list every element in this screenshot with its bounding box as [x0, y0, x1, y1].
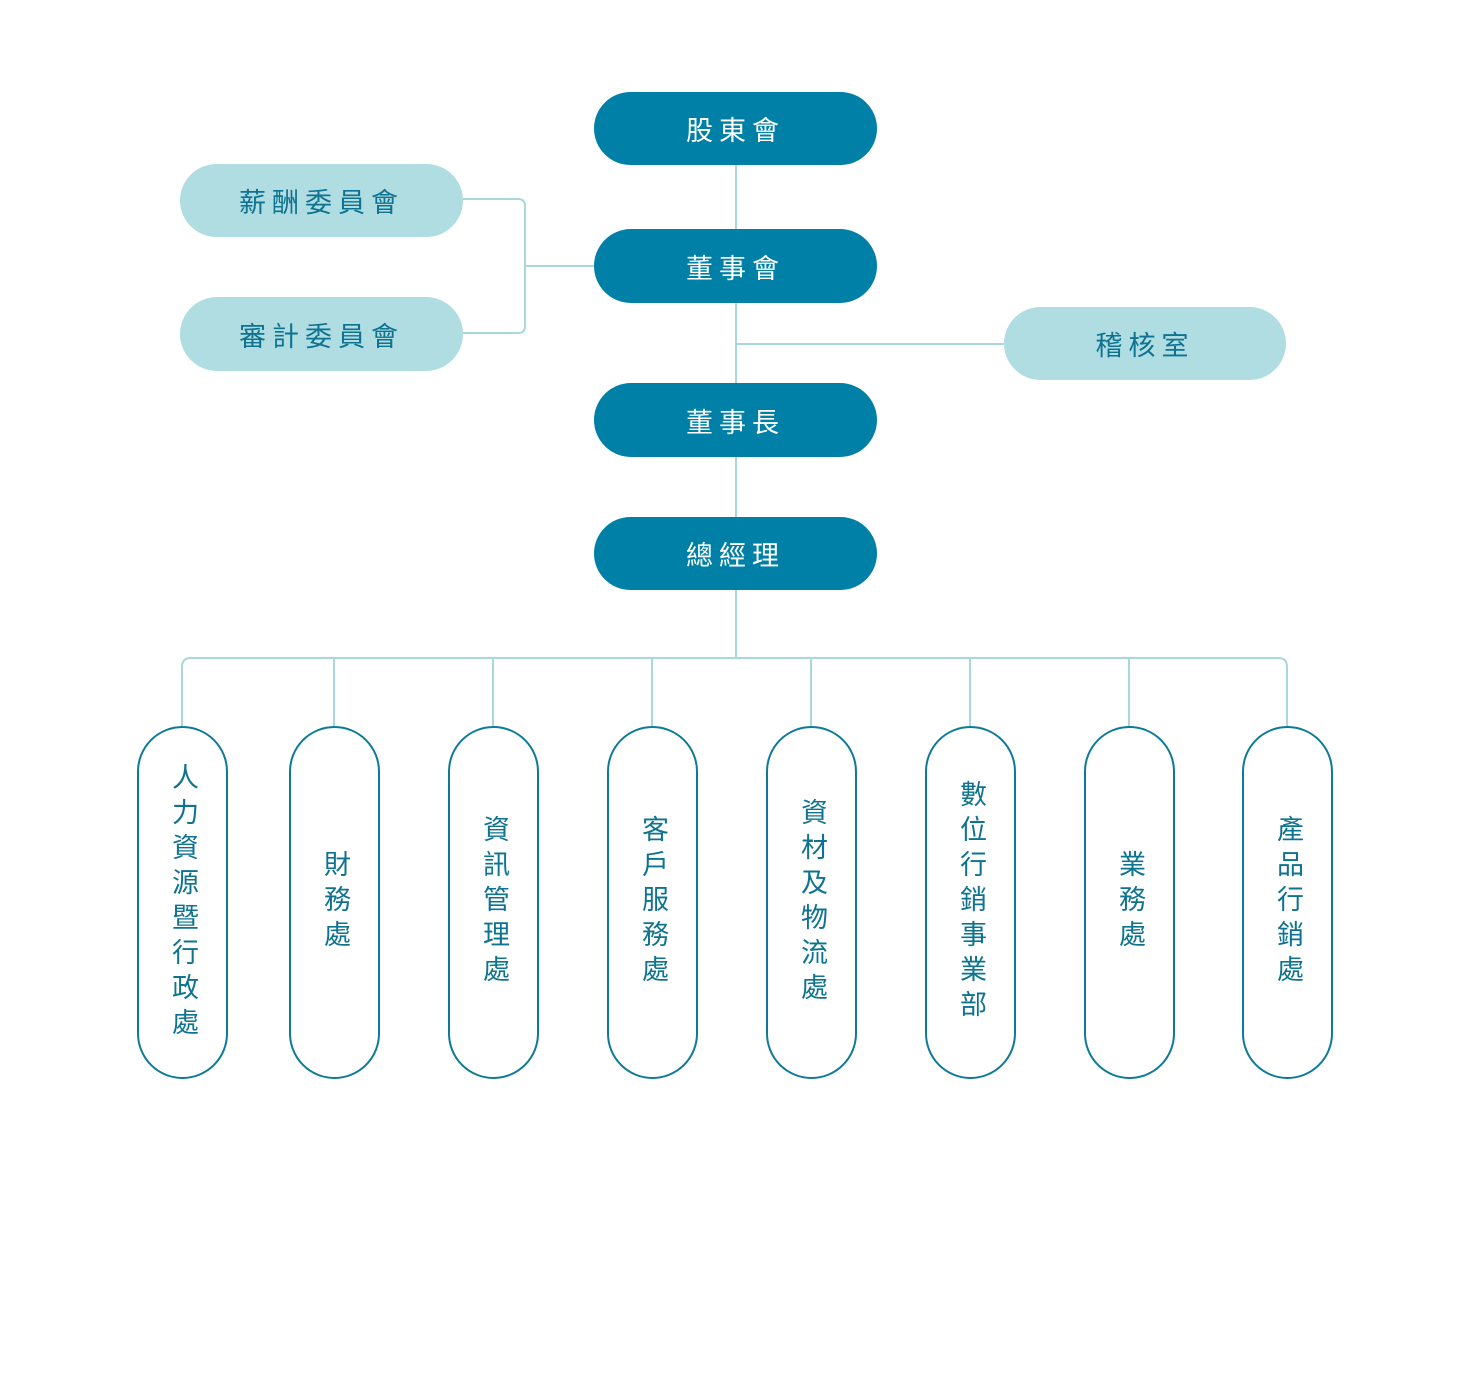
node-dept-materials-logistics: 資材及物流處 — [766, 726, 857, 1079]
node-dept-hr-admin: 人力資源暨行政處 — [137, 726, 228, 1079]
node-dept-finance: 財務處 — [289, 726, 380, 1079]
node-compensation-committee: 薪酬委員會 — [180, 164, 463, 237]
node-dept-it: 資訊管理處 — [448, 726, 539, 1079]
line-committees-bracket — [463, 198, 526, 334]
node-board: 董事會 — [594, 229, 877, 303]
node-dept-customer-service: 客戶服務處 — [607, 726, 698, 1079]
node-shareholders: 股東會 — [594, 92, 877, 165]
line-department-bus — [181, 657, 1288, 726]
node-audit-office: 稽核室 — [1004, 307, 1286, 380]
node-general-manager: 總經理 — [594, 517, 877, 590]
node-chairman: 董事長 — [594, 383, 877, 457]
node-dept-digital-marketing: 數位行銷事業部 — [925, 726, 1016, 1079]
node-audit-committee: 審計委員會 — [180, 297, 463, 371]
node-dept-product-marketing: 產品行銷處 — [1242, 726, 1333, 1079]
node-dept-sales: 業務處 — [1084, 726, 1175, 1079]
